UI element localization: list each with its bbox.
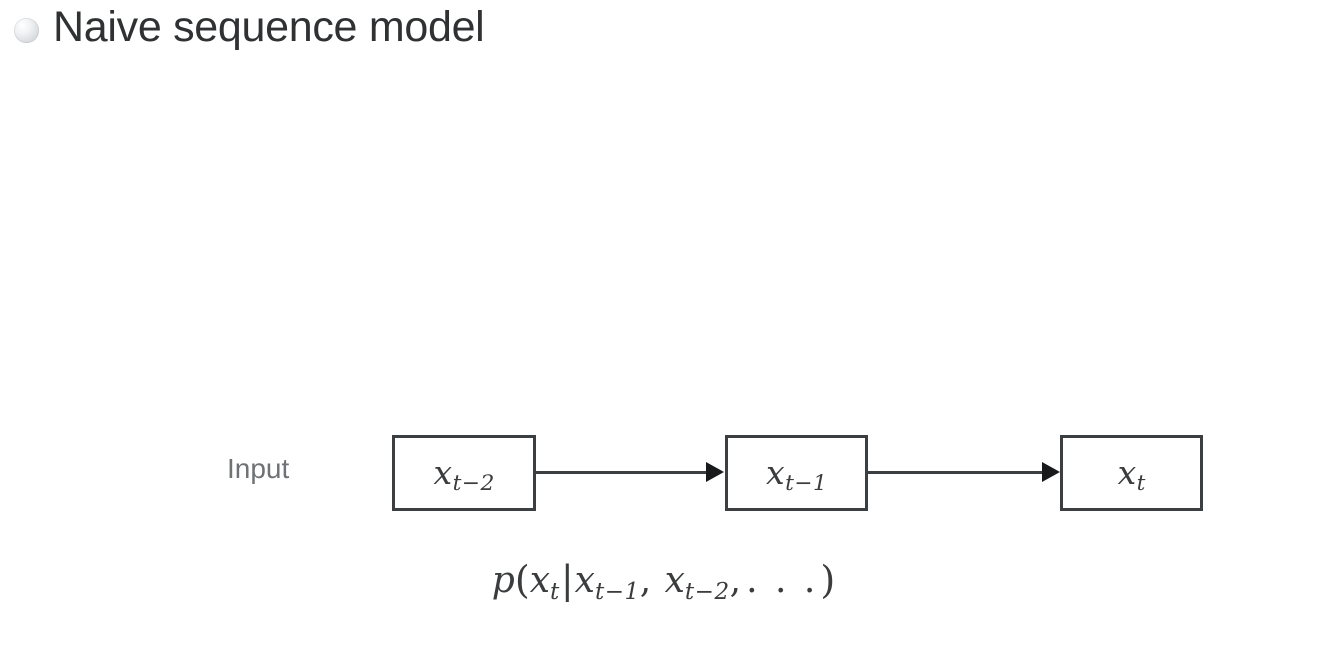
node-box-xt-2: xt−2	[392, 435, 536, 511]
arrow-line-2	[868, 471, 1044, 474]
node-box-xt: xt	[1060, 435, 1203, 511]
formula-close-paren: )	[820, 557, 836, 602]
node-math-xt-2: xt−2	[433, 452, 495, 495]
formula-x1-base: x	[529, 560, 551, 601]
node-math-xt-1: xt−1	[766, 452, 827, 495]
arrow-head-1-icon	[706, 462, 724, 482]
formula-conditional-bar: |	[560, 557, 574, 602]
formula-ellipsis: . . .	[746, 560, 819, 601]
node-box-xt-1: xt−1	[725, 435, 868, 511]
node-math-base: x	[433, 452, 453, 492]
input-label: Input	[227, 453, 290, 484]
formula-x3-base: x	[664, 560, 685, 601]
slide-title-row: Naive sequence model	[14, 3, 485, 51]
formula-x1-sub: t	[550, 579, 560, 606]
formula-x3-sub: t−2	[684, 579, 730, 606]
formula-open-paren: (	[514, 557, 530, 602]
node-math-base: x	[1117, 452, 1137, 492]
page-title: Naive sequence model	[53, 3, 485, 51]
formula-p: p	[491, 560, 515, 601]
node-math-xt: xt	[1117, 452, 1146, 495]
formula-x2-sub: t−1	[594, 579, 640, 606]
formula-comma-1: ,	[639, 560, 654, 601]
conditional-probability-formula: p(xt|xt−1, xt−2,. . .)	[0, 557, 1327, 604]
sphere-bullet-icon	[14, 18, 39, 43]
formula-comma-2: ,	[729, 560, 744, 601]
formula-x2-base: x	[574, 560, 595, 601]
node-math-subscript: t−1	[785, 471, 828, 497]
arrow-head-2-icon	[1042, 462, 1060, 482]
node-math-subscript: t−2	[452, 471, 495, 497]
node-math-subscript: t	[1136, 471, 1146, 497]
arrow-line-1	[536, 471, 708, 474]
formula-expression: p(xt|xt−1, xt−2,. . .)	[491, 557, 836, 604]
node-math-base: x	[766, 452, 785, 492]
